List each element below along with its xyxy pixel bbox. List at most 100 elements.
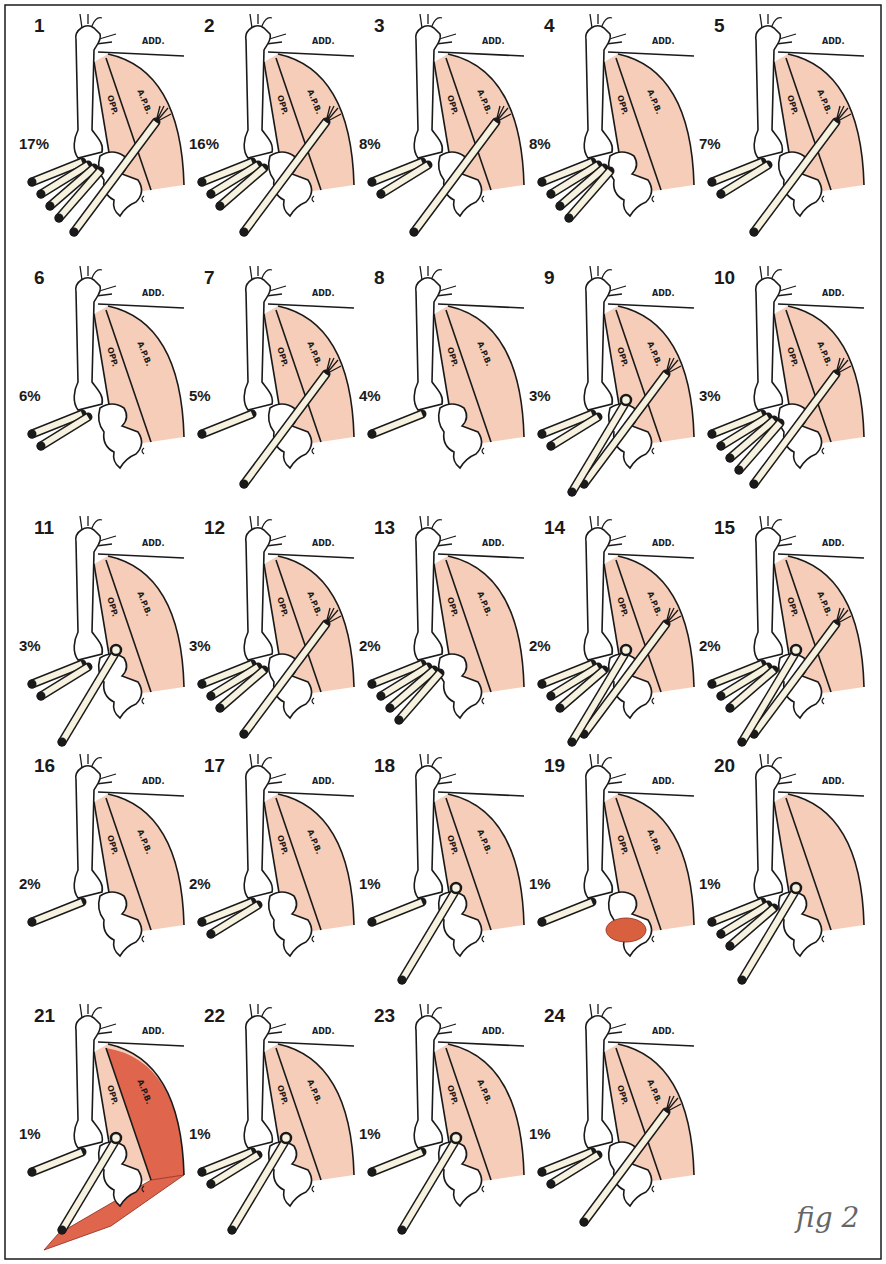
panel-number: 2 bbox=[204, 16, 215, 35]
percentage: 3% bbox=[699, 388, 721, 403]
bone-mark bbox=[312, 1186, 314, 1192]
digital-nerve bbox=[202, 414, 252, 434]
nerve-tip bbox=[377, 190, 386, 199]
digital-nerve bbox=[381, 165, 428, 194]
nerve-tip bbox=[547, 692, 556, 701]
nerve-tip bbox=[37, 692, 46, 701]
metacarpal-bone bbox=[414, 528, 442, 660]
metacarpal-bone bbox=[584, 278, 612, 410]
muscle-label: ADD. bbox=[312, 38, 335, 46]
digital-nerve bbox=[551, 417, 598, 446]
nerve-tip bbox=[398, 1226, 407, 1235]
nerve-tip bbox=[55, 214, 64, 223]
hand-panel bbox=[28, 754, 185, 956]
hand-panel bbox=[198, 1004, 355, 1235]
hand-panel bbox=[538, 754, 695, 956]
nerve-tip bbox=[708, 918, 717, 927]
nerve-entry bbox=[621, 395, 631, 405]
muscle-label: ADD. bbox=[482, 1028, 505, 1036]
recurrent-branch bbox=[742, 890, 796, 980]
metacarpal-bone bbox=[244, 26, 272, 158]
hand-panel bbox=[198, 516, 355, 739]
metacarpal-bone bbox=[754, 278, 782, 410]
adductor-line bbox=[438, 792, 524, 796]
panel-number: 23 bbox=[374, 1006, 395, 1025]
bone-mark bbox=[822, 936, 824, 942]
metacarpal-bone bbox=[74, 528, 102, 660]
nerve-tip bbox=[28, 918, 37, 927]
digital-nerve bbox=[41, 417, 88, 446]
adductor-line bbox=[98, 52, 184, 56]
bone-mark bbox=[482, 196, 484, 202]
hand-panel bbox=[708, 516, 865, 747]
nerve-tip bbox=[538, 680, 547, 689]
percentage: 6% bbox=[19, 388, 41, 403]
digital-nerve bbox=[41, 417, 88, 446]
hand-panel bbox=[538, 14, 695, 223]
nerve-tip bbox=[738, 738, 747, 747]
digital-nerve bbox=[220, 670, 264, 708]
carpal-bones bbox=[99, 404, 142, 468]
digital-nerve bbox=[551, 1155, 598, 1184]
adductor-line bbox=[268, 792, 354, 796]
recurrent-branch bbox=[232, 1140, 286, 1230]
hand-panel bbox=[368, 1004, 525, 1235]
percentage: 5% bbox=[189, 388, 211, 403]
nerve-tip bbox=[547, 442, 556, 451]
digital-nerve bbox=[372, 1152, 422, 1172]
nerve-tip bbox=[726, 704, 735, 713]
metacarpal-bone bbox=[244, 1016, 272, 1148]
hand-panel bbox=[28, 516, 185, 747]
nerve-twigs bbox=[666, 358, 681, 374]
recurrent-branch bbox=[414, 122, 496, 232]
digital-nerve bbox=[211, 1155, 258, 1184]
digital-nerve bbox=[211, 905, 258, 934]
nerve-tip bbox=[568, 488, 577, 497]
nerve-tip bbox=[58, 738, 67, 747]
muscle-label: ADD. bbox=[652, 1028, 675, 1036]
nerve-tip bbox=[580, 1218, 589, 1227]
percentage: 2% bbox=[189, 876, 211, 891]
nerve-tip bbox=[46, 202, 55, 211]
panel-number: 20 bbox=[714, 756, 735, 775]
digital-nerve bbox=[211, 1155, 258, 1184]
nerve-tip bbox=[717, 692, 726, 701]
nerve-twigs bbox=[836, 106, 851, 122]
digital-nerve bbox=[569, 171, 610, 218]
panel-number: 24 bbox=[544, 1006, 565, 1025]
recurrent-branch bbox=[62, 1140, 116, 1230]
nerve-entry bbox=[111, 1133, 121, 1143]
digital-nerve bbox=[372, 1152, 422, 1172]
recurrent-branch bbox=[742, 652, 796, 742]
recurrent-branch bbox=[232, 1140, 286, 1230]
nerve-tip bbox=[568, 738, 577, 747]
recurrent-branch bbox=[584, 624, 666, 734]
recurrent-branch bbox=[572, 652, 626, 742]
nerve-entry bbox=[111, 645, 121, 655]
recurrent-branch bbox=[754, 122, 836, 232]
adductor-line bbox=[608, 52, 694, 56]
muscle-label: ADD. bbox=[652, 540, 675, 548]
metacarpal-bone bbox=[584, 766, 612, 898]
percentage: 2% bbox=[19, 876, 41, 891]
digital-nerve bbox=[41, 667, 88, 696]
metacarpal-bone bbox=[414, 26, 442, 158]
muscle-label: ADD. bbox=[142, 540, 165, 548]
nerve-tip bbox=[28, 178, 37, 187]
digital-nerve bbox=[721, 165, 768, 194]
muscle-label: ADD. bbox=[142, 290, 165, 298]
nerve-tip bbox=[750, 228, 759, 237]
recurrent-branch bbox=[62, 1140, 116, 1230]
bone-mark bbox=[312, 448, 314, 454]
recurrent-branch bbox=[584, 624, 666, 734]
recurrent-branch bbox=[754, 122, 836, 232]
bone-mark bbox=[822, 196, 824, 202]
hand-panel bbox=[368, 266, 525, 468]
nerve-twigs bbox=[326, 106, 341, 122]
percentage: 7% bbox=[699, 136, 721, 151]
nerve-tip bbox=[207, 1180, 216, 1189]
nerve-tip bbox=[735, 466, 744, 475]
bone-mark bbox=[482, 1186, 484, 1192]
nerve-twigs bbox=[836, 608, 851, 624]
recurrent-branch bbox=[244, 624, 326, 734]
